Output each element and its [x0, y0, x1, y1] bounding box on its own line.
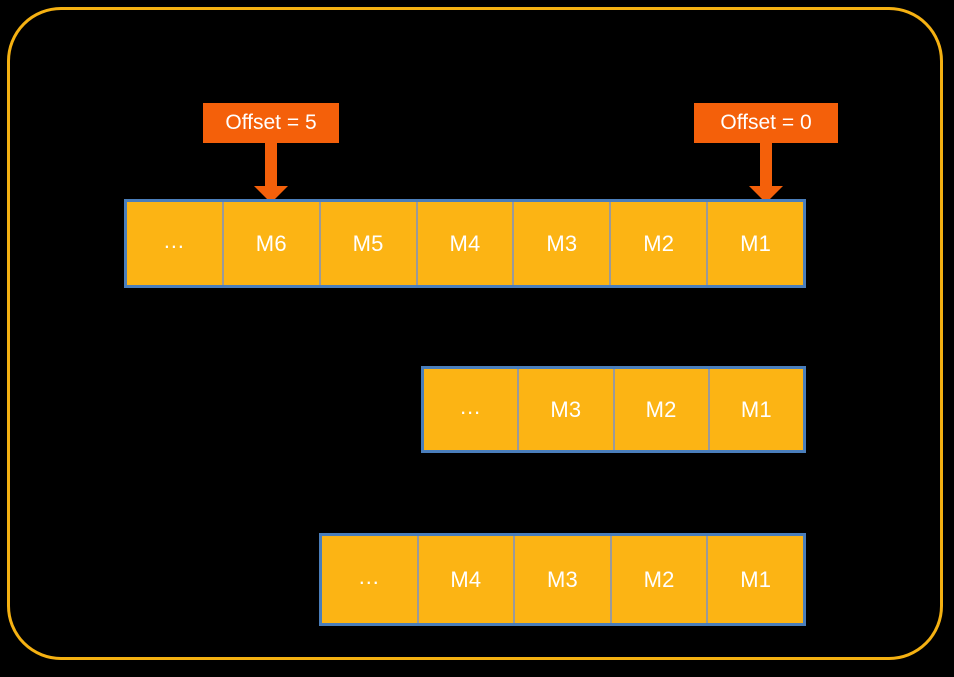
- log-cell: M1: [709, 369, 803, 450]
- log-cell: M4: [418, 536, 516, 623]
- log-cell: M5: [320, 202, 418, 285]
- log-cell: M3: [519, 369, 615, 450]
- offset-callout-0-label: Offset = 0: [694, 103, 838, 143]
- partition-row-top: … M6 M5 M4 M3 M2 M1: [124, 199, 806, 288]
- log-cell: …: [127, 202, 224, 285]
- log-cell: M4: [417, 202, 515, 285]
- down-arrow-icon: [749, 186, 783, 203]
- log-cell: M1: [708, 202, 804, 285]
- offset-callout-5-label: Offset = 5: [203, 103, 339, 143]
- offset-callout-5: Offset = 5: [203, 103, 543, 203]
- log-cell: M3: [514, 202, 612, 285]
- outer-rounded-frame: [7, 7, 943, 660]
- log-cell: M2: [611, 536, 709, 623]
- log-cell: …: [322, 536, 419, 623]
- offset-callout-0: Offset = 0: [694, 103, 894, 203]
- offset-callout-5-arrow-stem: [265, 143, 277, 188]
- log-cell: M2: [611, 202, 709, 285]
- log-cell: M6: [223, 202, 321, 285]
- log-cell: M2: [614, 369, 710, 450]
- log-cell: …: [424, 369, 520, 450]
- down-arrow-icon: [254, 186, 288, 203]
- partition-row-bottom: … M4 M3 M2 M1: [319, 533, 806, 626]
- log-cell: M3: [515, 536, 612, 623]
- partition-row-middle: … M3 M2 M1: [421, 366, 806, 453]
- offset-callout-0-arrow-stem: [760, 143, 772, 188]
- log-cell: M1: [708, 536, 803, 623]
